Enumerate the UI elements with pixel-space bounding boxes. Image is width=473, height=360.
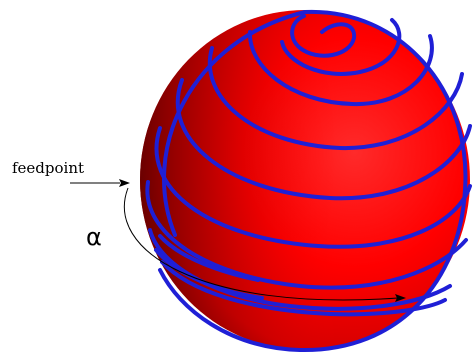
arrow-right-icon (119, 179, 130, 187)
helix-outer-loop (158, 9, 468, 353)
arc-arrowhead (395, 294, 406, 302)
alpha-label: α (86, 223, 102, 251)
feedpoint-label: feedpoint (12, 159, 84, 177)
angle-arc (123, 187, 406, 302)
helix-end-2 (154, 248, 264, 300)
feedpoint-marker (70, 179, 130, 187)
helix-turn-2 (280, 18, 402, 76)
helix-winding (145, 9, 472, 353)
helix-turn-6 (154, 126, 472, 249)
helix-turn-3 (247, 30, 434, 107)
helix-turn-1 (290, 14, 357, 58)
helix-turn-7 (145, 180, 468, 290)
helix-end-1 (158, 234, 260, 282)
arc-arrow-icon (123, 187, 399, 301)
helix-turn-5 (175, 78, 472, 201)
helix-turn-8 (148, 228, 452, 311)
helix-turn-9 (160, 260, 447, 317)
sphere (140, 10, 470, 350)
sphere-shading (140, 10, 470, 350)
helix-turn-4 (207, 46, 464, 151)
